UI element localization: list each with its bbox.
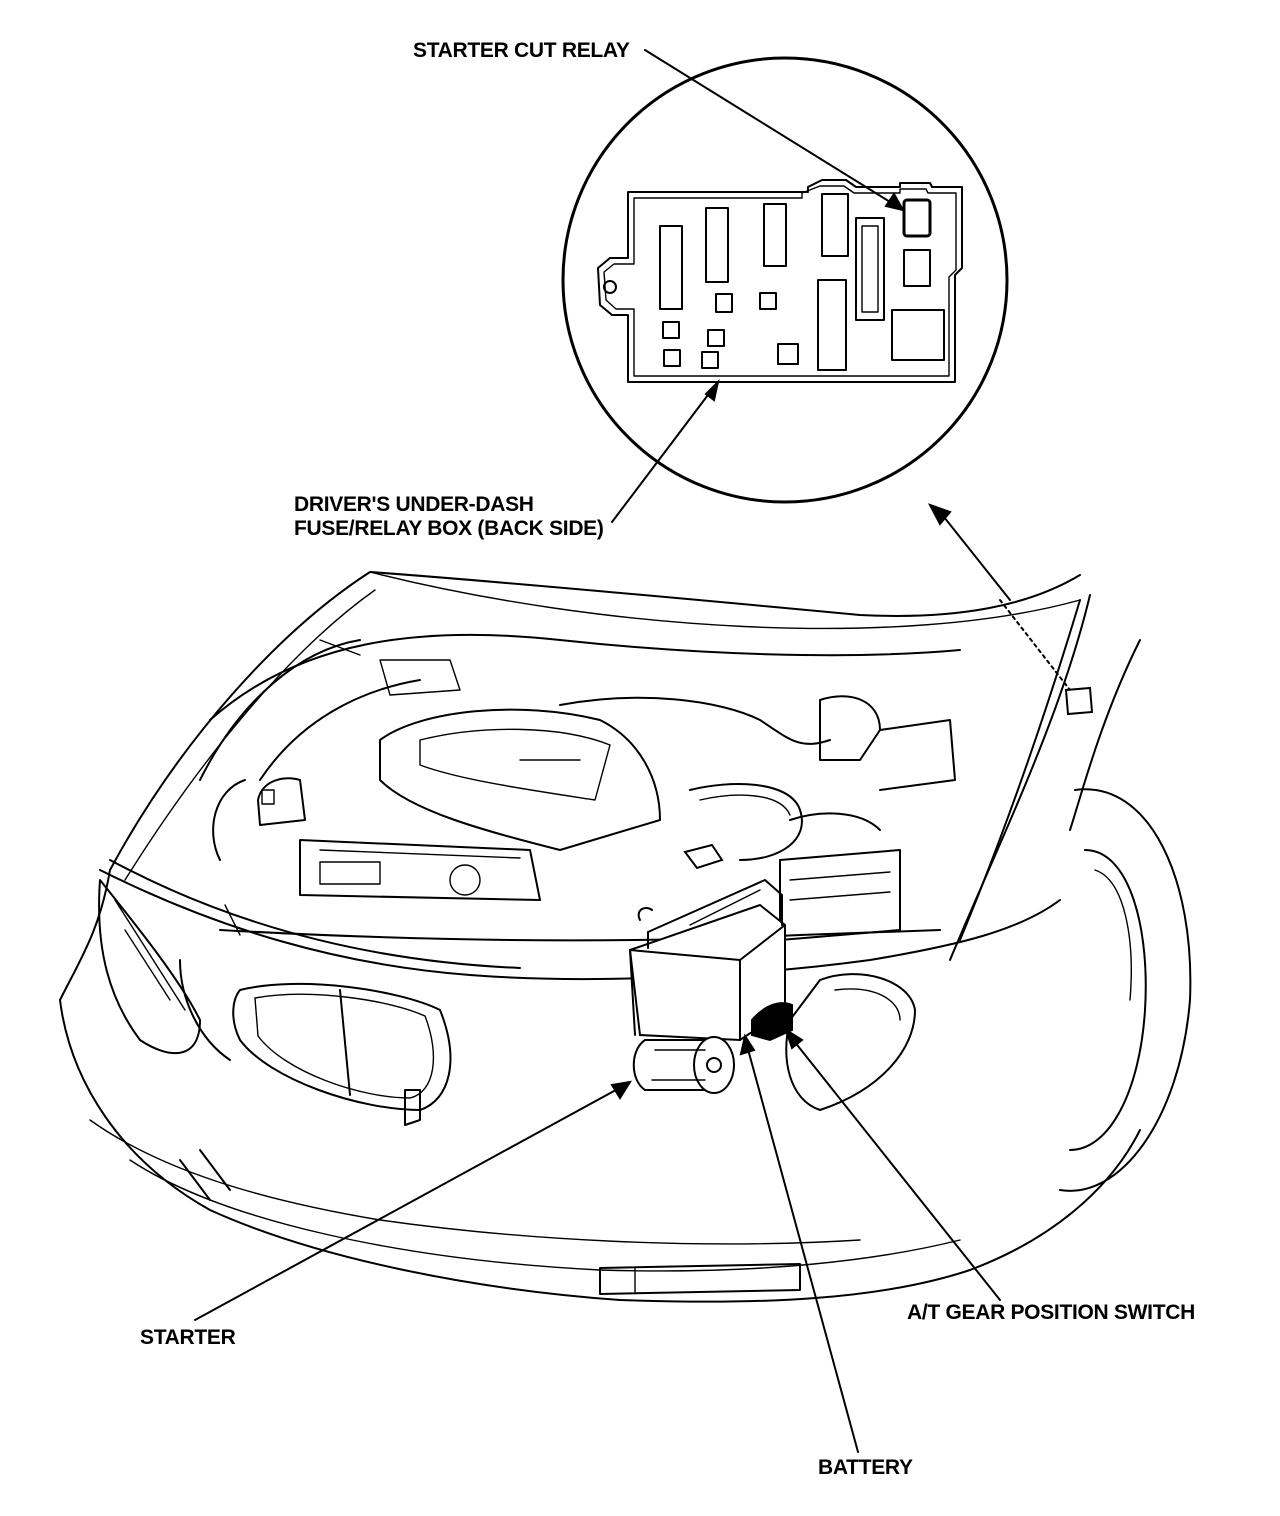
starter-label: STARTER [140, 1326, 236, 1349]
detail-circle [561, 56, 1009, 504]
starter-cut-relay-label: STARTER CUT RELAY [413, 39, 630, 62]
fuse-box-label-line1: DRIVER'S UNDER-DASH [294, 493, 534, 516]
battery-label: BATTERY [818, 1456, 913, 1479]
gear-switch-part [751, 1002, 793, 1042]
leader-lines [194, 49, 1011, 1453]
engine-bay [199, 639, 956, 942]
fuse-box-label-line2: FUSE/RELAY BOX (BACK SIDE) [294, 517, 604, 540]
car-body [59, 571, 1192, 1303]
fuse-relay-box [597, 179, 963, 383]
gear-switch-label: A/T GEAR POSITION SWITCH [907, 1301, 1195, 1324]
starter-part [632, 1036, 735, 1094]
fuse-box-location [999, 599, 1094, 716]
